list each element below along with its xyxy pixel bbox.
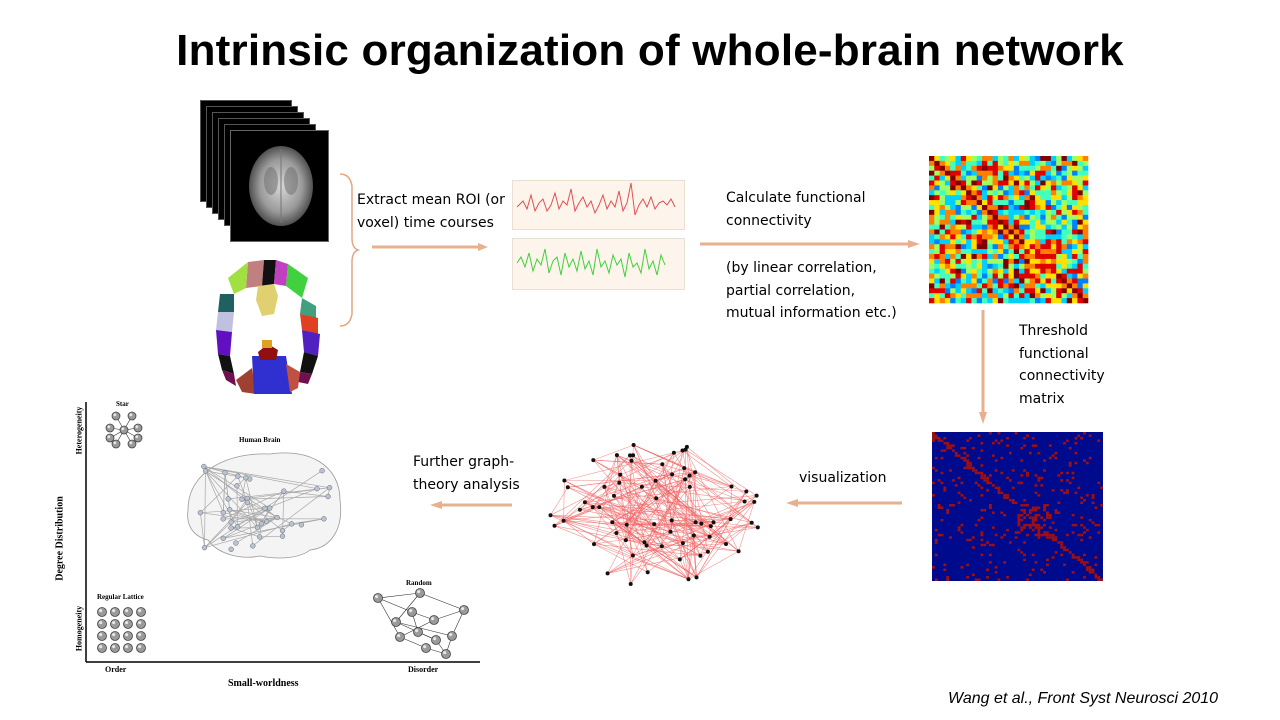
arrow-calculate (700, 240, 920, 248)
citation: Wang et al., Front Syst Neurosci 2010 (948, 690, 1219, 707)
graph-theory-drawings (97, 411, 469, 659)
x-axis-label: Small-worldness (228, 678, 299, 689)
arrow-extract (372, 243, 488, 251)
brain-slice-image (249, 146, 313, 226)
grouping-bracket (339, 173, 361, 327)
binary-matrix-image (932, 432, 1103, 581)
timecourse-red (512, 180, 685, 230)
arrow-threshold (979, 310, 987, 424)
fmri-volume-stack (200, 100, 330, 242)
arrow-further (430, 501, 512, 509)
x-left-label: Order (105, 665, 127, 674)
correlation-matrix-image (929, 156, 1089, 304)
timecourse-green (512, 238, 685, 290)
extract-label: Extract mean ROI (or voxel) time courses (357, 192, 505, 231)
network-graph-image (548, 443, 760, 586)
slide-title: Intrinsic organization of whole-brain ne… (176, 26, 1124, 75)
star-label: Star (116, 400, 129, 408)
further-analysis-label: Further graph- theory analysis (413, 454, 520, 493)
roi-atlas-image (216, 260, 320, 394)
brain-label: Human Brain (239, 436, 281, 444)
graph-theory-plot: Degree Distribution Heterogeneity Homoge… (40, 390, 480, 690)
methods-label: (by linear correlation, partial correlat… (726, 260, 897, 321)
x-right-label: Disorder (408, 665, 439, 674)
lattice-label: Regular Lattice (97, 593, 144, 601)
threshold-label: Threshold functional connectivity matrix (1019, 323, 1105, 407)
arrow-visualization (786, 499, 902, 507)
visualization-label: visualization (799, 470, 887, 486)
random-label: Random (406, 579, 432, 587)
calculate-label: Calculate functional connectivity (726, 190, 866, 229)
